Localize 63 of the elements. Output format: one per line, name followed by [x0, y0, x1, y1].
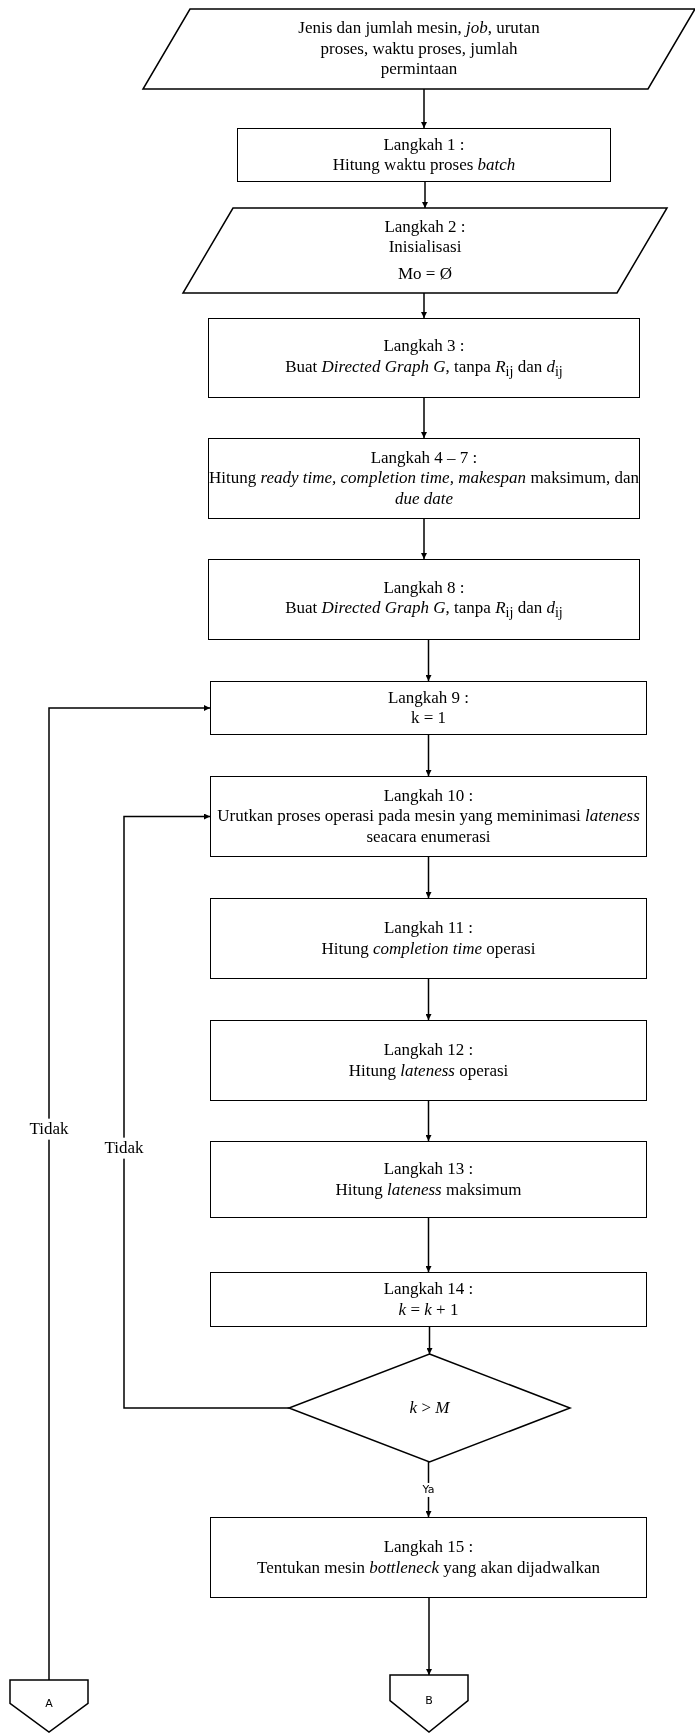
arrow [425, 1217, 432, 1273]
step-heading: Langkah 4 – 7 : [370, 447, 478, 469]
arrow [421, 292, 427, 319]
edge-label: Tidak [104, 1137, 144, 1159]
step-heading: Langkah 11 : [383, 918, 474, 939]
step-text: k = k + 1 [398, 1299, 459, 1320]
arrow [421, 397, 427, 439]
off-page-connector [390, 1675, 468, 1732]
arrow [425, 1100, 432, 1142]
step-heading: Langkah 2 : [384, 216, 466, 238]
step-heading: Langkah 13 : [383, 1159, 474, 1180]
arrow [425, 856, 432, 899]
arrow [421, 518, 427, 560]
step-text: Buat Directed Graph G, tanpa R$_{ij}$ dan d$_{ij}$ [285, 356, 563, 380]
process-box [210, 898, 647, 979]
step-text: Hitung ready time, completion time, makespan maksimum, dan due date [209, 468, 639, 510]
connector-label: B [425, 1693, 433, 1707]
step-heading: Langkah 1 : [383, 134, 465, 155]
step-heading: Langkah 10 : [383, 785, 474, 807]
process-box [210, 1272, 647, 1327]
process-box [210, 776, 647, 857]
step-text: Mo = Ø [398, 263, 452, 285]
process-box [210, 1517, 647, 1598]
arrow [425, 978, 432, 1021]
off-page-connector [10, 1680, 88, 1732]
step-text: Jenis dan jumlah mesin, job, urutan proses, waktu proses, jumlah permintaan [297, 18, 541, 80]
step-text: k = 1 [410, 708, 447, 729]
edge-label: Tidak [29, 1118, 69, 1140]
step-heading: Langkah 14 : [383, 1279, 474, 1300]
step-heading: Langkah 3 : [383, 336, 465, 357]
step-heading: Langkah 15 : [383, 1537, 474, 1558]
process-box [210, 1020, 647, 1101]
process-box [237, 128, 611, 182]
process-box [210, 1141, 647, 1218]
step-text: Buat Directed Graph G, tanpa R$_{ij}$ dan d$_{ij}$ [285, 598, 563, 622]
step-text: Hitung lateness maksimum [335, 1179, 522, 1200]
edge-label: Ya [422, 1482, 435, 1498]
connector-label: A [45, 1697, 53, 1711]
process-box [208, 559, 640, 640]
step-heading: Langkah 12 : [383, 1040, 474, 1061]
step-text: Hitung waktu proses batch [332, 155, 516, 176]
arrow [422, 181, 428, 209]
input-parallelogram [143, 9, 695, 89]
arrow [123, 813, 290, 1409]
decision-diamond [289, 1354, 570, 1462]
step-text: Urutkan proses operasi pada mesin yang meminimasi lateness seacara enumerasi [216, 806, 641, 848]
input-parallelogram [183, 208, 667, 293]
process-box [208, 438, 640, 519]
condition-text: k > M [409, 1397, 450, 1419]
arrow [425, 734, 432, 777]
arrow [426, 1597, 432, 1676]
arrow [426, 1326, 433, 1355]
step-text: Hitung lateness operasi [348, 1060, 509, 1081]
process-box [208, 318, 640, 398]
arrow [421, 88, 427, 129]
step-heading: Langkah 8 : [383, 577, 465, 598]
step-heading: Langkah 9 : [387, 687, 470, 708]
step-text: Hitung completion time operasi [321, 938, 536, 959]
step-text: Inisialisasi [388, 237, 462, 258]
step-text: Tentukan mesin bottleneck yang akan dijadwalkan [257, 1557, 600, 1578]
process-box [210, 681, 647, 735]
arrow [425, 639, 432, 682]
arrow [48, 705, 211, 1681]
